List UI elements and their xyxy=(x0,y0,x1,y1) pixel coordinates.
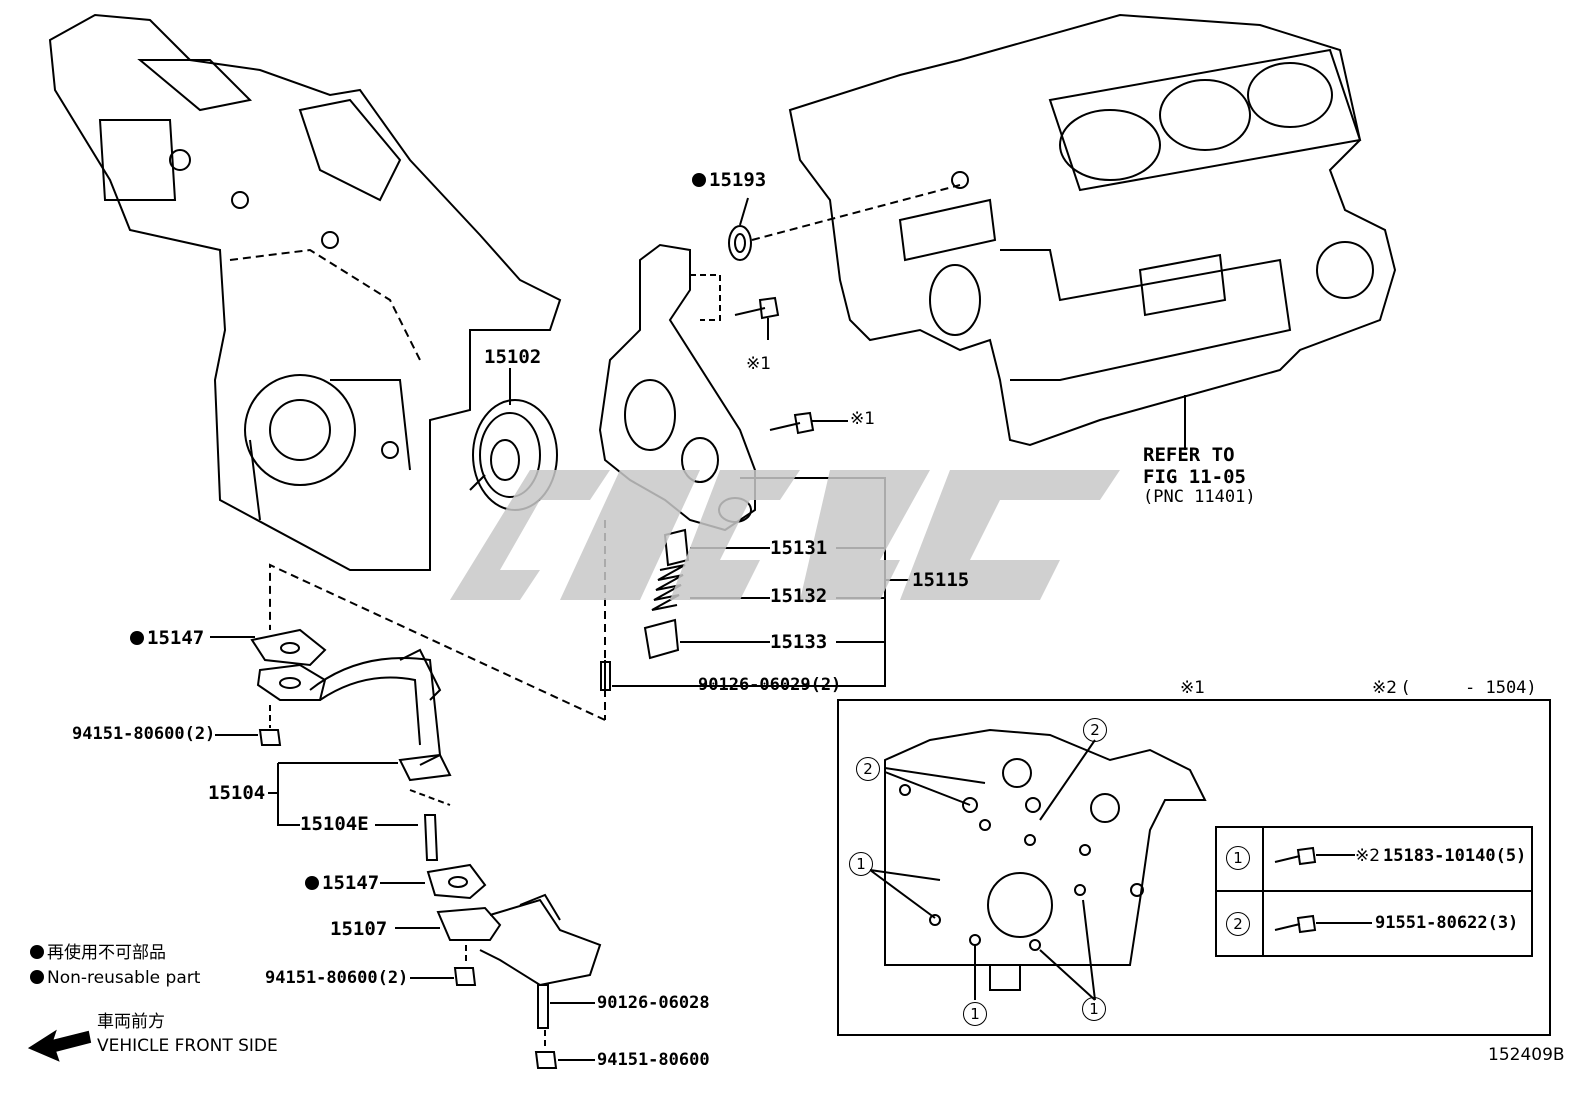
note-mark-1-lower: ※1 xyxy=(850,409,876,429)
bolt-lower-drawing xyxy=(769,411,815,435)
inset-header-mark1: ※1 xyxy=(1180,678,1206,698)
figure-id: 152409B xyxy=(1488,1045,1565,1065)
watermark-logo xyxy=(450,470,1120,600)
inset-frame xyxy=(837,699,1551,1036)
engine-block-drawing xyxy=(788,13,1397,447)
table-row-2-part: 91551-80622(3) xyxy=(1375,913,1519,933)
inset-callout-1: 1 xyxy=(963,1002,987,1026)
part-15115-label: 15115 xyxy=(912,569,970,591)
spring-15132-drawing xyxy=(651,564,686,611)
part-15132-label: 15132 xyxy=(770,585,828,607)
table-row-1-part: 15183-10140(5) xyxy=(1383,846,1527,866)
non-reusable-dot-icon xyxy=(305,876,319,890)
part-15133-label: 15133 xyxy=(770,631,828,653)
part-90126-06029-label: 90126-06029(2) xyxy=(698,675,842,695)
plug-15133-drawing xyxy=(643,618,680,660)
non-reusable-dot-icon xyxy=(30,970,44,984)
nut-b-drawing xyxy=(453,967,477,986)
part-94151-80600-middle-label: 94151-80600(2) xyxy=(265,968,409,988)
legend-jp-nonreusable: 再使用不可部品 xyxy=(30,945,166,962)
inset-callout-2: 2 xyxy=(1083,718,1107,742)
legend-en-front: VEHICLE FRONT SIDE xyxy=(97,1036,278,1056)
table-bolt-1-drawing xyxy=(1274,846,1355,866)
vehicle-front-arrow xyxy=(27,1029,92,1062)
part-15147-upper-label: 15147 xyxy=(130,629,204,648)
inset-header-range: - 1504) xyxy=(1465,678,1537,698)
part-15104-label: 15104 xyxy=(208,782,266,804)
inset-cover-drawing xyxy=(884,728,1207,991)
refer-line-2: FIG 11-05 xyxy=(1143,466,1246,488)
part-94151-80600-lower-label: 94151-80600 xyxy=(597,1050,710,1070)
inset-callout-1: 1 xyxy=(1082,997,1106,1021)
bolt-upper-drawing xyxy=(734,296,780,320)
gasket-lower-drawing xyxy=(426,863,487,900)
non-reusable-dot-icon xyxy=(30,945,44,959)
strainer-pipe-drawing xyxy=(256,648,452,861)
oil-strainer-drawing xyxy=(395,893,602,987)
table-row-1-mark: ※2 xyxy=(1355,846,1381,866)
part-15102-label: 15102 xyxy=(484,346,542,368)
legend-jp-front: 車両前方 xyxy=(97,1012,165,1032)
table-bolt-2-drawing xyxy=(1274,914,1372,934)
stud-90126-06029-drawing xyxy=(600,661,611,691)
nut-c-drawing xyxy=(534,1051,558,1069)
stud-90126-06028-drawing xyxy=(537,984,549,1029)
non-reusable-dot-icon xyxy=(692,173,706,187)
inset-callout-1: 1 xyxy=(849,852,873,876)
non-reusable-dot-icon xyxy=(130,631,144,645)
seal-ring-drawing xyxy=(728,225,752,261)
part-15104E-label: 15104E xyxy=(300,813,369,835)
timing-cover-drawing xyxy=(48,13,562,571)
part-90126-06028-label: 90126-06028 xyxy=(597,993,710,1013)
part-94151-80600-upper-label: 94151-80600(2) xyxy=(72,724,216,744)
part-15107-label: 15107 xyxy=(330,918,388,940)
legend-en-nonreusable: Non-reusable part xyxy=(30,970,200,987)
gasket-upper-drawing xyxy=(250,628,327,667)
part-15131-label: 15131 xyxy=(770,537,828,559)
nut-a-drawing xyxy=(258,729,282,746)
inset-header-mark2: ※2 ( xyxy=(1372,678,1410,698)
refer-line-3: (PNC 11401) xyxy=(1143,487,1256,507)
inset-callout-2: 2 xyxy=(856,757,880,781)
table-row-1-number: 1 xyxy=(1226,846,1250,870)
part-15147-lower-label: 15147 xyxy=(305,874,379,893)
refer-line-1: REFER TO xyxy=(1143,444,1235,466)
note-mark-1-upper: ※1 xyxy=(746,354,772,374)
table-row-2-number: 2 xyxy=(1226,912,1250,936)
part-15193-label: 15193 xyxy=(692,171,766,190)
